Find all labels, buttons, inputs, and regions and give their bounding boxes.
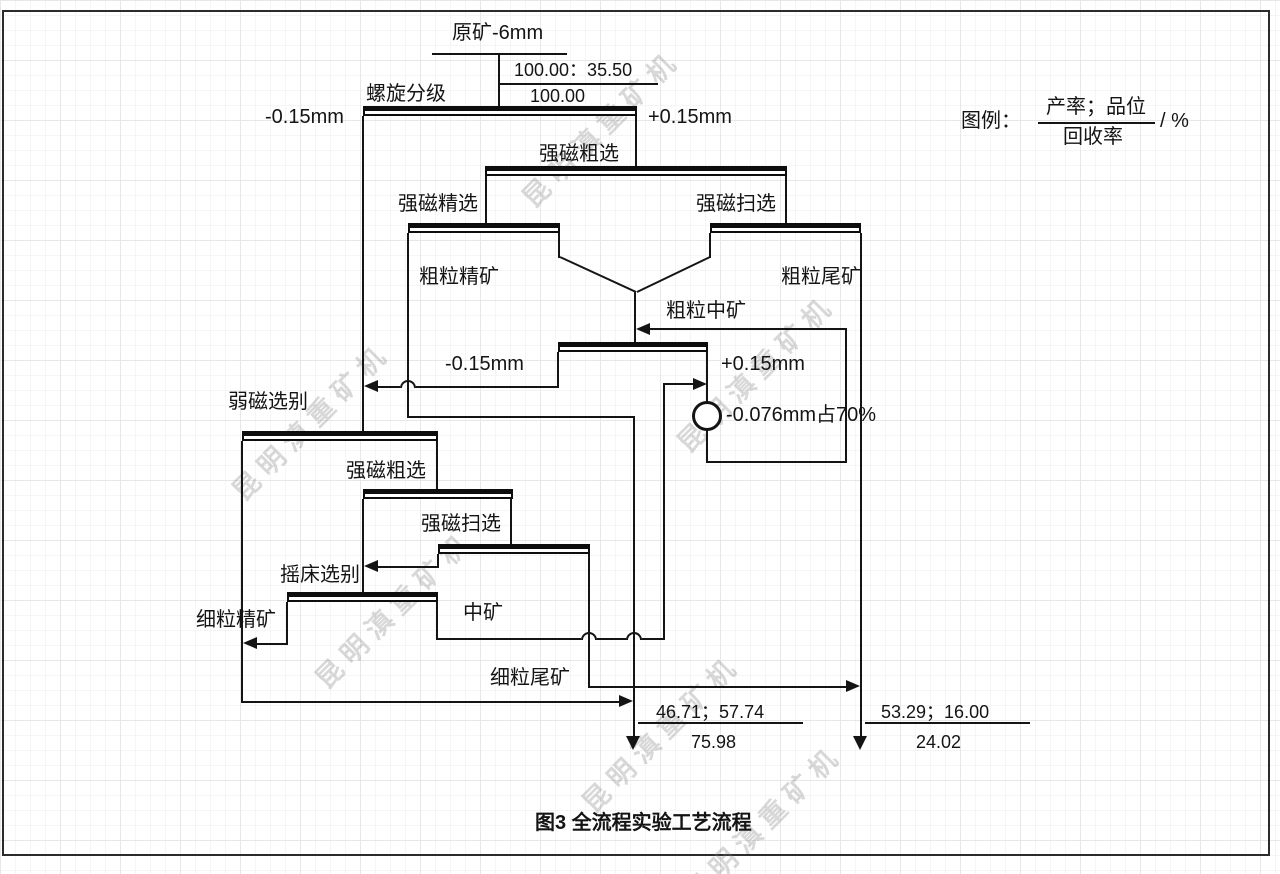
fraction-line [865, 722, 1030, 724]
line-jump [400, 380, 416, 388]
flow-line [785, 176, 787, 223]
feed-values: 100.00：35.50 [514, 60, 633, 80]
flow-line [635, 116, 637, 167]
line-jump [581, 632, 597, 640]
hims-scavenger-fine-bar [438, 544, 590, 554]
flow-line [362, 499, 364, 592]
hims-rougher-coarse-label: 强磁粗选 [539, 143, 619, 165]
hims-rougher-fine-bar [363, 489, 513, 499]
hims-rougher-fine-label: 强磁粗选 [346, 460, 426, 482]
legend-prefix: 图例： [961, 110, 1021, 132]
flow-line [437, 554, 439, 568]
flow-line [597, 638, 626, 640]
flow-line [485, 176, 487, 223]
arrow-down-icon [853, 736, 867, 750]
lims-bar [242, 431, 438, 441]
grind-fineness-label: -0.076mm占70% [726, 404, 877, 426]
concentrate-recovery: 75.98 [691, 732, 737, 752]
flow-line [634, 291, 636, 342]
arrow-down-icon [626, 736, 640, 750]
spiral-classifier-bar [363, 106, 637, 116]
flow-line [588, 554, 590, 688]
hims-scavenger-coarse-label: 强磁扫选 [696, 193, 776, 215]
shaking-table-bar [287, 592, 438, 602]
screen-bar [558, 342, 708, 352]
flow-line [241, 701, 620, 703]
coarse-tailings-label: 粗粒尾矿 [781, 266, 861, 288]
fraction-line [1038, 122, 1155, 124]
flow-line [642, 638, 665, 640]
plus-015-screen-label: +0.15mm [721, 353, 805, 375]
flow-line [377, 566, 439, 568]
middlings-label: 中矿 [463, 602, 503, 624]
flow-line [663, 383, 665, 640]
coarse-concentrate-label: 粗粒精矿 [419, 266, 499, 288]
fine-concentrate-label: 细粒精矿 [196, 609, 276, 631]
flow-line [241, 441, 243, 703]
lims-label: 弱磁选别 [228, 391, 308, 413]
arrow-left-icon [636, 323, 650, 335]
flow-line [588, 686, 847, 688]
figure-title: 图3 全流程实验工艺流程 [535, 812, 752, 834]
shaking-table-label: 摇床选别 [280, 564, 360, 586]
flow-line [706, 461, 847, 463]
arrow-left-icon [364, 380, 378, 392]
page-border [2, 10, 1270, 856]
flow-line [256, 643, 287, 645]
flow-line [558, 233, 560, 258]
flow-line [436, 602, 438, 640]
fraction-line [638, 722, 803, 724]
fraction-line [500, 83, 658, 85]
hims-scavenger-fine-label: 强磁扫选 [421, 513, 501, 535]
hims-cleaner-label: 强磁精选 [398, 193, 478, 215]
flow-line [633, 416, 635, 737]
flow-line [510, 499, 512, 544]
plus-015-top-label: +0.15mm [648, 106, 732, 128]
legend-numerator: 产率；品位 [1046, 96, 1146, 118]
flow-line [557, 352, 559, 388]
flow-line [416, 386, 559, 388]
tailings-recovery: 24.02 [916, 732, 962, 752]
flow-line [407, 233, 409, 418]
feed-recovery: 100.00 [530, 86, 586, 106]
spiral-classifier-label: 螺旋分级 [366, 83, 446, 105]
hims-rougher-coarse-bar [485, 166, 787, 176]
legend-denominator: 回收率 [1063, 126, 1123, 148]
flow-line [286, 602, 288, 645]
tailings-values: 53.29；16.00 [881, 702, 990, 722]
flow-line [860, 233, 862, 737]
minus-015-top-label: -0.15mm [265, 106, 344, 128]
flow-line [436, 441, 438, 489]
fine-tailings-label: 细粒尾矿 [490, 667, 570, 689]
minus-015-screen-label: -0.15mm [445, 353, 524, 375]
raw-ore-label: 原矿-6mm [452, 22, 544, 44]
concentrate-values: 46.71；57.74 [656, 702, 765, 722]
coarse-middlings-label: 粗粒中矿 [666, 300, 746, 322]
ball-mill-icon [692, 401, 722, 431]
line-jump [626, 632, 642, 640]
hims-cleaner-bar [408, 223, 560, 233]
flow-line [362, 116, 364, 431]
flow-line [845, 328, 847, 463]
flow-line [649, 328, 847, 330]
flow-line [665, 383, 695, 385]
hims-scavenger-coarse-bar [710, 223, 861, 233]
arrow-right-icon [846, 680, 860, 692]
flow-line [377, 386, 400, 388]
legend-suffix: / % [1160, 110, 1189, 132]
arrow-left-icon [243, 637, 257, 649]
arrow-right-icon [693, 378, 707, 390]
arrow-left-icon [364, 560, 378, 572]
flow-line [437, 638, 581, 640]
flow-line [498, 53, 500, 107]
flow-line [709, 233, 711, 258]
flow-line [407, 416, 635, 418]
arrow-right-icon [619, 695, 633, 707]
